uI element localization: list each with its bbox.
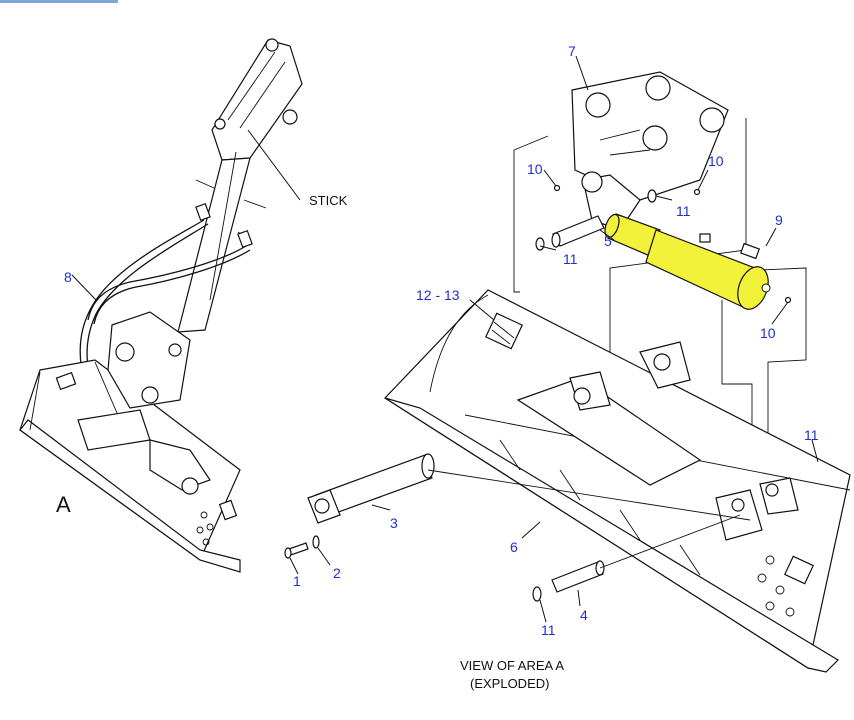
callout-11-bottom: 11	[541, 622, 556, 638]
callout-8: 8	[64, 269, 72, 285]
view-caption-line2: (EXPLODED)	[470, 676, 549, 691]
tilt-bucket-left	[19, 311, 241, 573]
callout-5: 5	[604, 233, 612, 249]
tilt-bucket-right	[384, 289, 851, 673]
view-letter: A	[56, 492, 71, 517]
callout-7: 7	[568, 43, 576, 59]
callout-11-upper: 11	[676, 203, 691, 219]
view-caption-line1: VIEW OF AREA A	[460, 658, 564, 673]
callout-1: 1	[293, 573, 301, 589]
callout-10-right: 10	[760, 325, 776, 341]
callout-4: 4	[580, 607, 588, 623]
callout-9: 9	[775, 212, 783, 228]
top-tab-strip	[0, 0, 118, 3]
callout-2: 2	[333, 565, 341, 581]
diagram-labels: A STICK VIEW OF AREA A (EXPLODED) 1 2 3 …	[56, 43, 819, 691]
callout-10-top-right: 10	[708, 153, 724, 169]
coupler-bracket	[571, 71, 729, 231]
stick-assembly	[177, 38, 303, 333]
tilt-cylinder	[604, 213, 771, 310]
callout-3: 3	[390, 515, 398, 531]
pins-and-washers	[284, 184, 823, 602]
leader-lines	[71, 55, 819, 623]
callout-12-13: 12 - 13	[416, 287, 460, 303]
callout-10-top-left: 10	[527, 161, 543, 177]
callout-11-left: 11	[563, 251, 578, 267]
callout-6: 6	[510, 539, 518, 555]
callout-11-right: 11	[804, 427, 819, 443]
stick-label: STICK	[309, 193, 348, 208]
